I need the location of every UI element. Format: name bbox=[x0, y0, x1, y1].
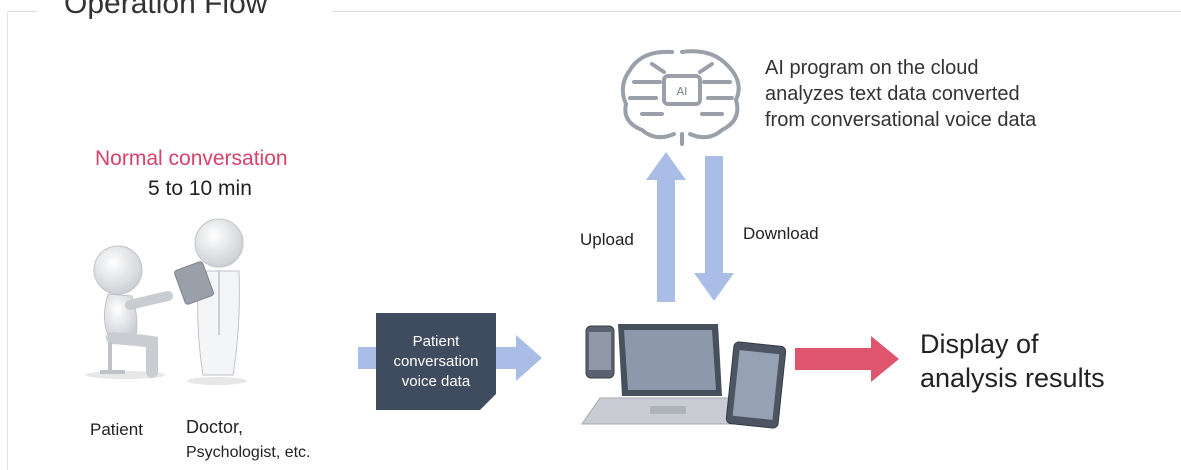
patient-label: Patient bbox=[90, 420, 143, 439]
cloud-line: analyzes text data converted bbox=[765, 83, 1020, 105]
download-label: Download bbox=[743, 224, 819, 243]
doctor-figure bbox=[174, 218, 247, 385]
conversation-duration: 5 to 10 min bbox=[148, 177, 252, 200]
voice-box-line: conversation bbox=[393, 352, 479, 370]
page-title: Operation Flow bbox=[56, 0, 276, 21]
frame-line bbox=[7, 13, 8, 470]
doctor-label-role: Psychologist, etc. bbox=[186, 444, 311, 461]
upload-arrow bbox=[646, 152, 686, 302]
result-line: Display of bbox=[920, 329, 1039, 359]
voice-box-line: Patient bbox=[412, 332, 460, 350]
download-arrow bbox=[694, 156, 734, 301]
result-line: analysis results bbox=[920, 363, 1105, 393]
frame-line bbox=[332, 11, 1181, 12]
cloud-line: AI program on the cloud bbox=[765, 57, 979, 79]
cloud-description: AI program on the cloud analyzes text da… bbox=[765, 55, 1036, 133]
devices-illustration bbox=[581, 324, 787, 429]
patient-figure bbox=[85, 245, 173, 379]
frame-line bbox=[7, 11, 37, 12]
page-fold-icon bbox=[480, 394, 496, 410]
voice-input-arrow bbox=[358, 335, 542, 381]
result-arrow bbox=[795, 336, 899, 382]
upload-label: Upload bbox=[580, 230, 634, 249]
conversation-title: Normal conversation bbox=[95, 147, 288, 170]
voice-data-box: Patient conversation voice data bbox=[376, 313, 496, 410]
ai-chip-label: AI bbox=[677, 85, 688, 98]
result-text: Display of analysis results bbox=[920, 327, 1105, 395]
doctor-label: Doctor, bbox=[186, 417, 244, 437]
voice-box-line: voice data bbox=[401, 372, 471, 390]
cloud-line: from conversational voice data bbox=[765, 109, 1037, 131]
ai-brain-icon: AI bbox=[620, 49, 741, 146]
